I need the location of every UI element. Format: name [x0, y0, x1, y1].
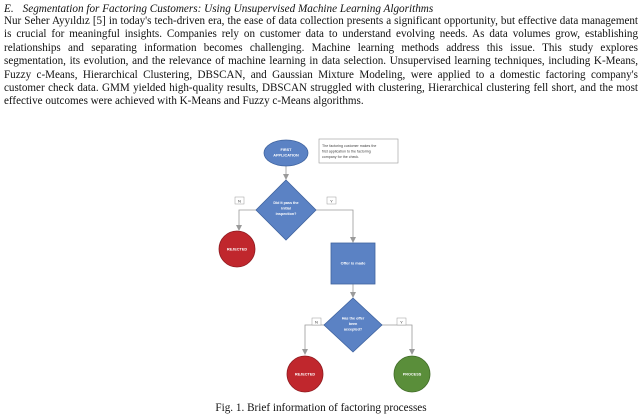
body-paragraph: Nur Seher Ayyıldız [5] in today's tech-d…: [4, 15, 638, 108]
process-label: PROCESS: [403, 373, 422, 377]
no-label-1: N: [238, 199, 241, 204]
decision1-line2: initial: [281, 207, 291, 211]
section-number: E.: [4, 3, 14, 15]
decision2-line1: Has the offer: [342, 317, 365, 321]
section-heading: E. Segmentation for Factoring Customers: …: [4, 2, 638, 16]
connector-decision2-no: [302, 324, 324, 355]
process-circle: [393, 355, 431, 393]
start-oval: [263, 139, 309, 167]
note-callout: [318, 138, 399, 164]
decision1-line3: inspection?: [276, 212, 297, 216]
flowchart-connectors: [236, 166, 415, 355]
section-title: Segmentation for Factoring Customers: Us…: [22, 3, 434, 15]
rejected-circle-2: [286, 355, 324, 393]
note-line2: first application to the factoring: [322, 150, 371, 154]
note-line1: The factoring customer makes the: [322, 144, 376, 148]
connector-decision1-yes: [316, 209, 356, 243]
yes-label-box-1: [326, 196, 337, 205]
figure-caption: Fig. 1. Brief information of factoring p…: [215, 402, 427, 414]
offer-label: Offer is made: [341, 261, 367, 266]
decision2-line3: accepted?: [344, 328, 363, 332]
decision2-line2: been: [349, 322, 358, 326]
offer-box: [330, 242, 376, 285]
no-label-box-1: [234, 196, 245, 205]
note-line3: company for the check.: [322, 155, 359, 159]
connector-decision1-no: [236, 209, 256, 231]
no-label-2: N: [315, 320, 318, 325]
yes-label-box-2: [396, 317, 407, 326]
decision-initial-inspection: [255, 179, 317, 241]
rejected-label-2: REJECTED: [295, 373, 316, 377]
decision1-line1: Did it pass the: [273, 201, 298, 205]
connector-decision2-yes: [382, 324, 415, 355]
start-label-line2: APPLICATION: [273, 154, 299, 158]
yes-label-1: Y: [330, 199, 333, 204]
rejected-circle-1: [218, 230, 256, 268]
decision-offer-accepted: [323, 297, 383, 353]
yes-label-2: Y: [400, 320, 403, 325]
rejected-label-1: REJECTED: [227, 248, 248, 252]
start-label-line1: FIRST: [281, 148, 293, 152]
no-label-box-2: [311, 317, 322, 326]
